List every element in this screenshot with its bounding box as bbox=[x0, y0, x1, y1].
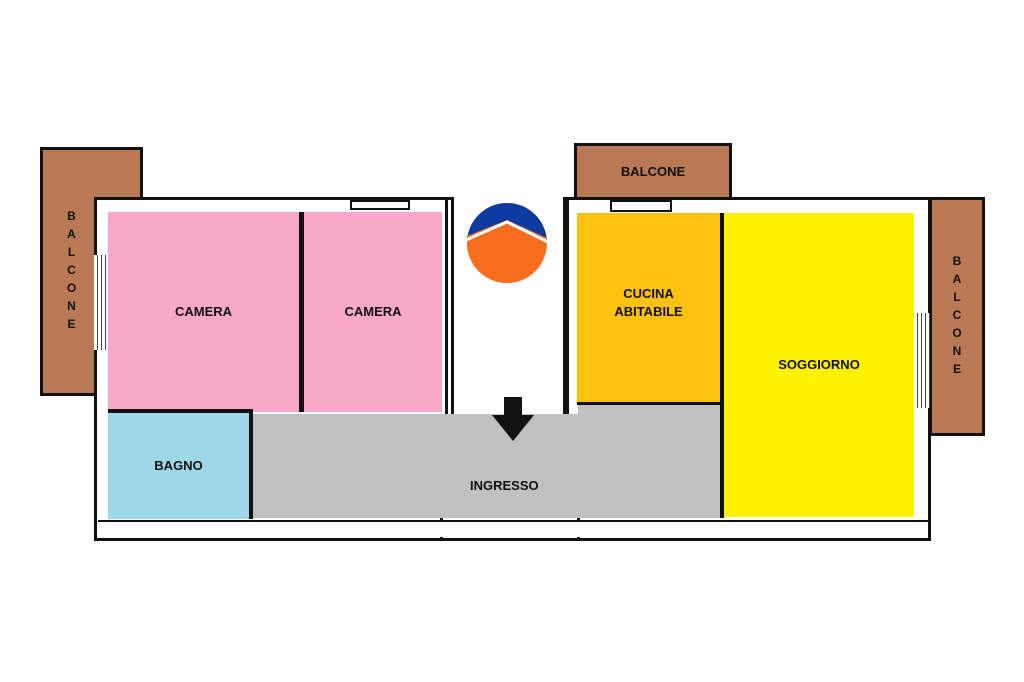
wall bbox=[720, 213, 724, 518]
balcony-left-label: BALCONE bbox=[64, 208, 79, 335]
window bbox=[914, 313, 930, 408]
room-label: SOGGIORNO bbox=[778, 357, 860, 372]
wall bbox=[566, 200, 569, 445]
room-ingresso bbox=[253, 414, 720, 518]
room-soggiorno: SOGGIORNO bbox=[724, 213, 914, 517]
wall bbox=[299, 212, 304, 412]
room-bagno: BAGNO bbox=[108, 413, 249, 519]
room-label-line2: ABITABILE bbox=[614, 303, 683, 319]
room-camera-2: CAMERA bbox=[304, 212, 442, 412]
window bbox=[610, 200, 672, 212]
ingresso-entry bbox=[487, 440, 539, 450]
balcony-top-label: BALCONE bbox=[620, 164, 686, 179]
entrance-arrow-icon bbox=[492, 397, 534, 441]
balcony-top: BALCONE bbox=[574, 143, 732, 201]
room-ingresso-label: INGRESSO bbox=[470, 478, 539, 493]
wall bbox=[445, 200, 448, 445]
wall bbox=[98, 520, 928, 537]
room-label: BAGNO bbox=[154, 458, 203, 473]
ingresso-extension bbox=[578, 404, 720, 416]
balcony-right-label: BALCONE bbox=[950, 253, 964, 380]
room-label: CAMERA bbox=[174, 304, 233, 319]
room-label: CAMERA bbox=[344, 304, 402, 319]
room-label-line1: CUCINA bbox=[623, 285, 674, 301]
window bbox=[94, 255, 108, 350]
agency-logo-icon bbox=[465, 203, 549, 283]
room-camera-1: CAMERA bbox=[108, 212, 299, 412]
wall bbox=[108, 409, 253, 413]
wall bbox=[249, 413, 253, 519]
wall bbox=[577, 402, 720, 405]
balcony-right: BALCONE bbox=[929, 197, 985, 436]
window bbox=[350, 200, 410, 210]
room-cucina: CUCINA ABITABILE bbox=[577, 213, 720, 402]
